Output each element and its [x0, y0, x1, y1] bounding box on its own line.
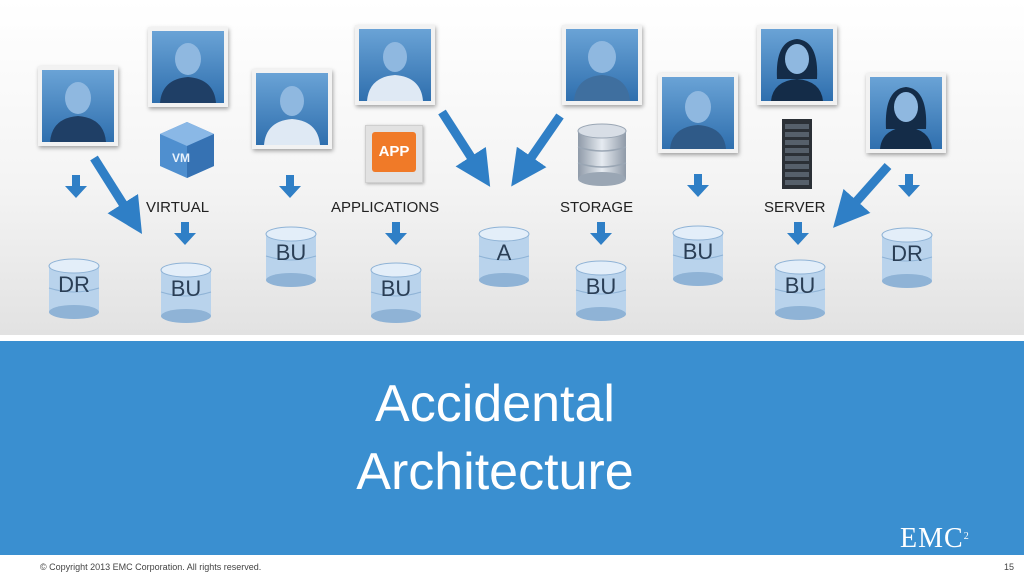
down-arrow-icon [65, 175, 87, 198]
down-arrow-icon [279, 175, 301, 198]
database-bu-upper-2: BU [671, 225, 725, 287]
diagonal-arrow-icon [438, 109, 491, 187]
database-label: BU [682, 239, 714, 264]
database-dr-right: DR [880, 227, 934, 289]
down-arrow-icon [787, 222, 809, 245]
database-bu-virtual: BU [159, 262, 213, 324]
category-label-storage: STORAGE [560, 199, 634, 216]
down-arrow-icon [590, 222, 612, 245]
vm-icon: VM [156, 120, 218, 187]
storage-icon [576, 123, 628, 192]
logo-superscript: 2 [963, 531, 970, 542]
copyright-text: © Copyright 2013 EMC Corporation. All ri… [40, 562, 262, 572]
person-photo-8 [866, 73, 946, 153]
database-bu-upper-1: BU [264, 226, 318, 288]
page-number: 15 [1004, 562, 1015, 572]
app-icon: APP [365, 125, 423, 183]
category-label-applications: APPLICATIONS [331, 199, 440, 216]
database-label: BU [784, 273, 816, 298]
slide-title-line-1: Accidental [375, 375, 615, 433]
database-label: BU [380, 276, 412, 301]
database-label: BU [275, 240, 307, 265]
person-photo-2 [148, 27, 228, 107]
down-arrow-icon [687, 174, 709, 197]
server-icon [781, 118, 813, 195]
diagonal-arrows [90, 109, 892, 235]
person-photo-3 [252, 69, 332, 149]
down-arrow-icon [385, 222, 407, 245]
title-banner [0, 341, 1024, 555]
emc-logo: EMC2 [900, 524, 970, 554]
person-photo-6 [658, 73, 738, 153]
database-dr-left: DR [47, 258, 101, 320]
logo-text: EMC [900, 523, 964, 554]
diagonal-arrow-icon [90, 155, 143, 235]
down-arrow-icon [174, 222, 196, 245]
database-label: BU [585, 274, 617, 299]
vm-icon-label: VM [172, 151, 190, 165]
database-bu-server: BU [773, 259, 827, 321]
diagonal-arrow-icon [511, 113, 564, 187]
divider [0, 335, 1024, 341]
database-label: A [496, 240, 512, 265]
database-label: DR [58, 272, 90, 297]
category-label-virtual: VIRTUAL [146, 199, 210, 216]
down-arrow-icon [898, 174, 920, 197]
app-icon-label: APP [372, 132, 416, 172]
person-photo-1 [38, 66, 118, 146]
person-photo-4 [355, 25, 435, 105]
database-label: BU [170, 276, 202, 301]
database-bu-apps: BU [369, 262, 423, 324]
database-bu-storage: BU [574, 260, 628, 322]
database-a-center: A [477, 226, 531, 288]
database-label: DR [891, 241, 923, 266]
category-label-server: SERVER [764, 199, 826, 216]
diagonal-arrow-icon [833, 163, 892, 228]
person-photo-5 [562, 25, 642, 105]
person-photo-7 [757, 25, 837, 105]
slide-title-line-2: Architecture [356, 443, 634, 501]
